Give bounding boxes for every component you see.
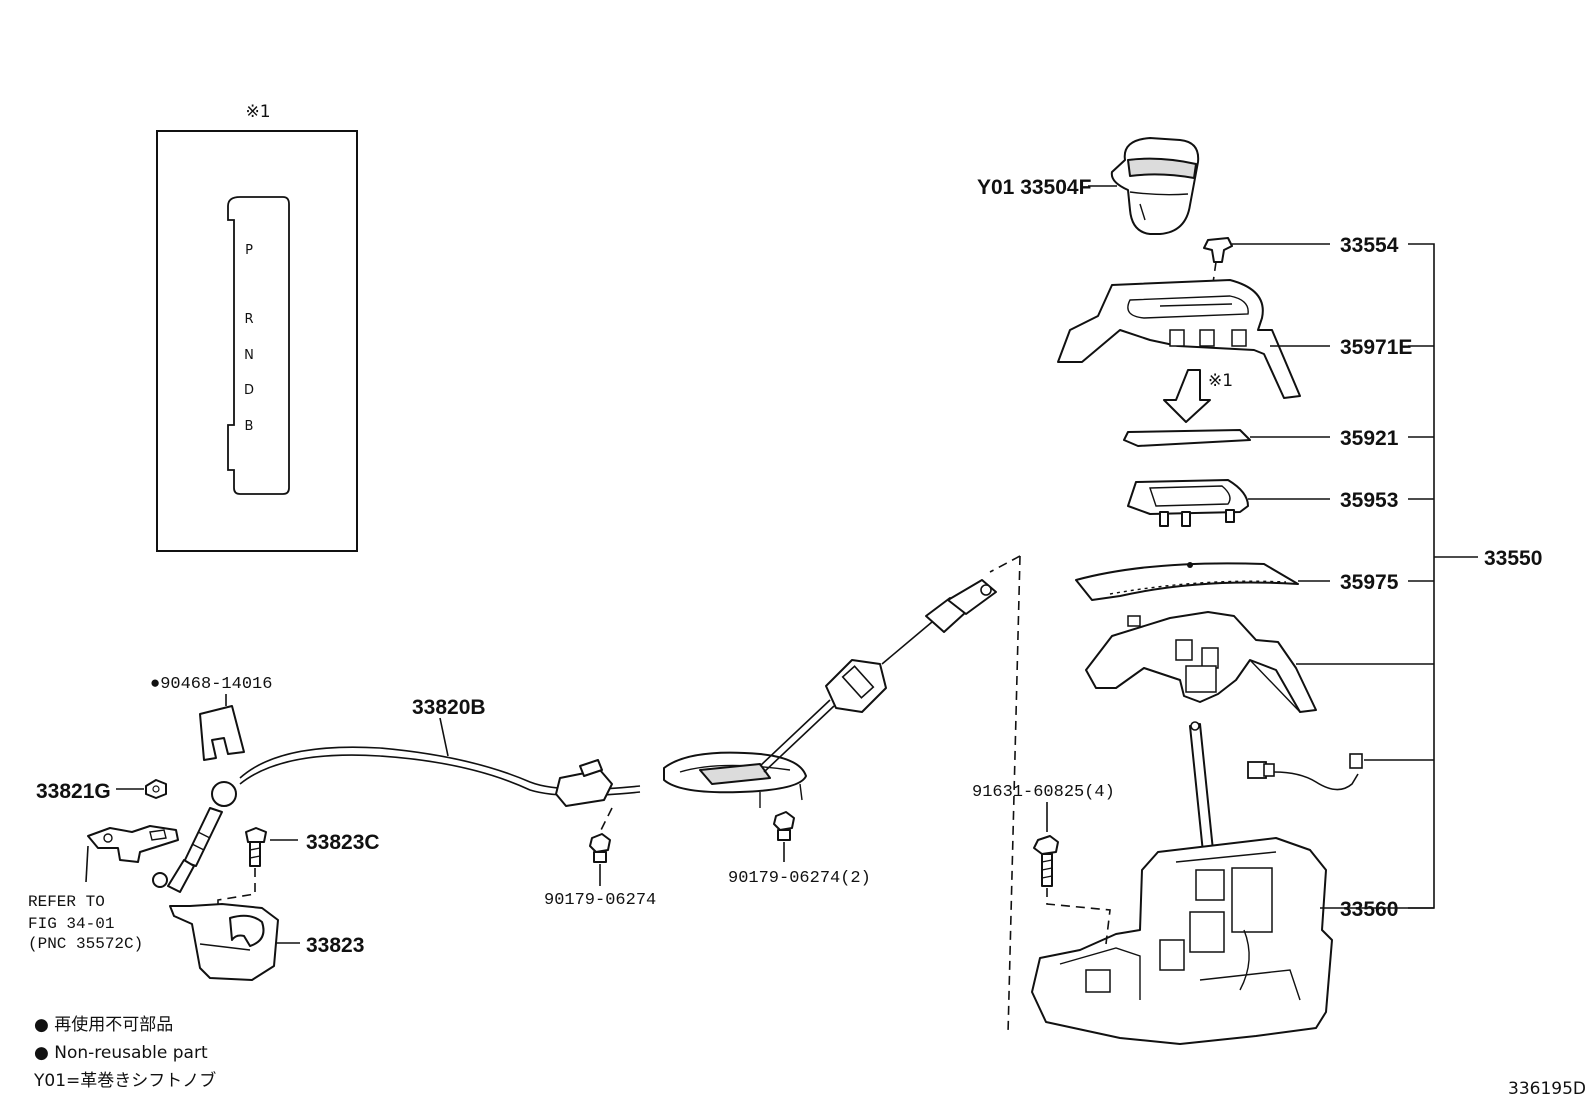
part-lower-housing <box>1085 611 1317 713</box>
inset-frame <box>156 130 358 552</box>
label-35971e: 35971E <box>1340 336 1412 359</box>
label-33823c: 33823C <box>306 831 380 854</box>
part-33823-bracket <box>169 903 279 981</box>
legend-jp-nonreusable: ● 再使用不可部品 <box>34 1014 173 1035</box>
label-35921: 35921 <box>1340 427 1399 450</box>
part-91631-bolt <box>1033 835 1059 887</box>
part-wire-harness <box>1247 753 1363 791</box>
label-33821g: 33821G <box>36 780 111 803</box>
part-90468-clip <box>199 705 245 761</box>
label-33550: 33550 <box>1484 547 1542 570</box>
shift-gate-outline <box>227 196 290 495</box>
label-91631-bolt: 91631-60825(4) <box>972 783 1115 802</box>
arrow-mark: ※1 <box>1208 371 1233 391</box>
label-35953: 35953 <box>1340 489 1398 512</box>
bracket-33550 <box>1408 243 1478 909</box>
legend-en-nonreusable: ● Non-reusable part <box>34 1043 208 1063</box>
label-refer-line-2: FIG 34-01 <box>28 915 114 933</box>
inset-reference-arrow <box>1163 369 1211 423</box>
part-control-cable-bracket <box>87 825 179 863</box>
label-33820b: 33820B <box>412 696 486 719</box>
part-35975-slide-plate <box>1075 562 1299 601</box>
label-90179-pair: 90179-06274(2) <box>728 869 871 888</box>
inset-mark: ※1 <box>245 102 270 122</box>
legend-y01: Y01=革巻きシフトノブ <box>33 1070 216 1091</box>
label-refer-line-3: (PNC 35572C) <box>28 935 143 953</box>
shift-position-inset: ※1 P R N D B <box>156 102 358 552</box>
label-refer-line-1: REFER TO <box>28 893 105 911</box>
shift-knob <box>1110 137 1200 235</box>
gate-position-r: R <box>244 312 253 327</box>
part-33823c-bolt <box>245 827 267 867</box>
cable-transmission-end <box>152 781 237 893</box>
gate-position-n: N <box>244 348 254 363</box>
part-90179-nut-single <box>589 833 611 863</box>
label-33554: 33554 <box>1340 234 1399 257</box>
part-33554-clip <box>1203 237 1233 263</box>
figure-id: 336195D <box>1508 1079 1586 1099</box>
gate-position-p: P <box>245 243 253 258</box>
label-knob: Y01 33504F <box>977 176 1092 199</box>
part-35921-plate <box>1123 429 1251 447</box>
label-33560: 33560 <box>1340 898 1398 921</box>
part-35953-bezel <box>1127 479 1249 527</box>
part-35971e-cover <box>1057 279 1301 399</box>
label-35975: 35975 <box>1340 571 1399 594</box>
part-90179-nut-pair <box>773 811 795 841</box>
label-90468-clip: ●90468-14016 <box>150 675 272 694</box>
part-33560-shift-lever-base <box>1031 721 1333 1045</box>
label-90179-single: 90179-06274 <box>544 891 656 910</box>
gate-position-d: D <box>244 383 254 398</box>
part-33820b-shift-cable <box>239 579 997 808</box>
part-33821g-nut <box>145 779 167 799</box>
label-33823: 33823 <box>306 934 364 957</box>
gate-position-b: B <box>245 419 254 434</box>
legend: ● 再使用不可部品 ● Non-reusable part Y01=革巻きシフト… <box>33 1014 216 1091</box>
